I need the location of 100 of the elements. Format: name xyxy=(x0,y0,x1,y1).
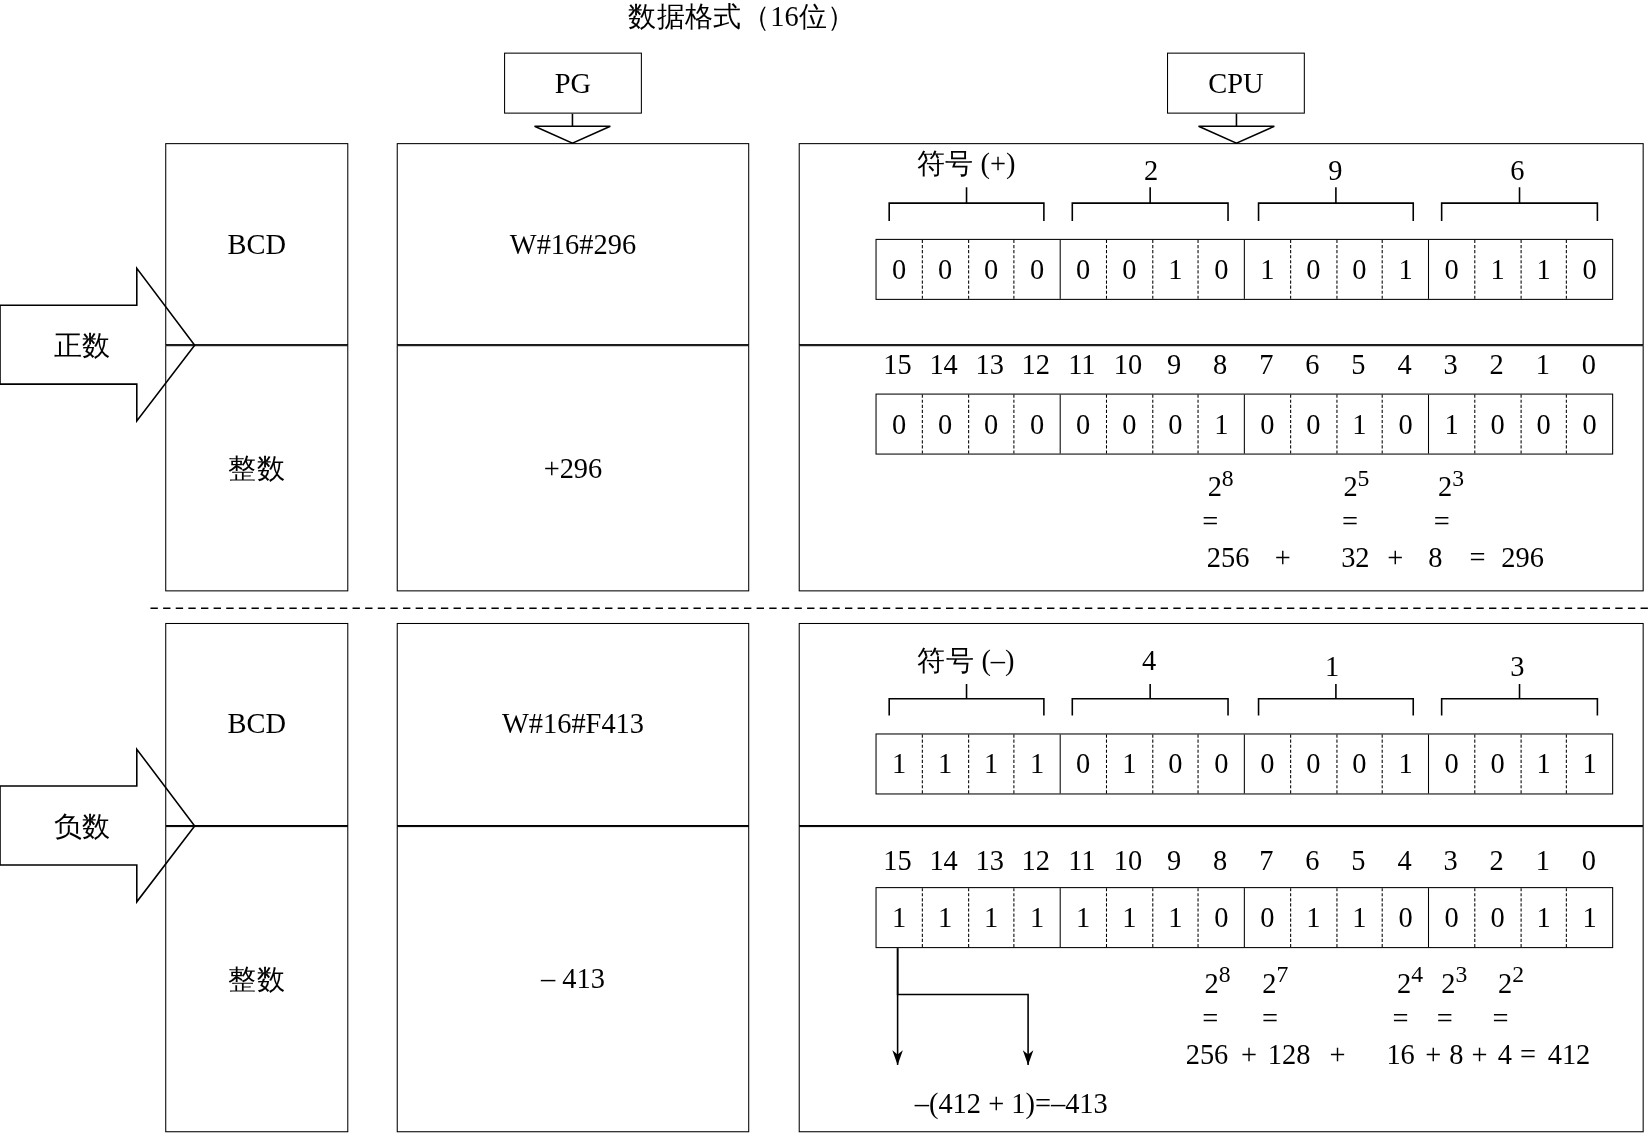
value-text: – 413 xyxy=(541,962,605,996)
bit-index: 5 xyxy=(1351,348,1366,382)
power-term: 2$^{7}$ xyxy=(1262,961,1289,1001)
group-label: 1 xyxy=(1325,650,1340,684)
bit-value: 1 xyxy=(1289,888,1336,948)
bit-value: 0 xyxy=(1381,394,1428,454)
bit-value: 1 xyxy=(890,900,908,935)
bit-index: 7 xyxy=(1259,348,1274,382)
bit-panel xyxy=(798,622,1644,827)
bit-index: 3 xyxy=(1443,348,1458,382)
bit-value: 1 xyxy=(1335,394,1382,454)
bit-value: 1 xyxy=(1566,734,1613,794)
sum-term: 128 xyxy=(1267,1039,1311,1072)
arrow xyxy=(1197,112,1276,144)
power-term: 2$^{3}$ xyxy=(1438,464,1465,504)
bit-value: 1 xyxy=(1105,734,1152,794)
bit-index: 1 xyxy=(1535,348,1550,382)
bit-value: 1 xyxy=(1151,888,1198,948)
equals-sign: = xyxy=(1202,505,1219,539)
bit-value: 1 xyxy=(1520,734,1567,794)
value-text: W#16#296 xyxy=(509,227,637,261)
group-label: 2 xyxy=(1144,155,1159,188)
bit-value: 0 xyxy=(1059,734,1106,794)
sum-term: 8 xyxy=(1428,541,1443,575)
group-label: 9 xyxy=(1328,155,1343,188)
bit-value: 1 xyxy=(1151,239,1198,299)
equals-sign: = xyxy=(1342,505,1359,539)
bit-value: 0 xyxy=(1289,734,1336,794)
value-text: +296 xyxy=(543,451,603,485)
bit-index: 9 xyxy=(1166,348,1182,382)
bit-value: 1 xyxy=(1474,239,1521,299)
equals-sign: = xyxy=(1492,1002,1509,1035)
bit-value: 0 xyxy=(890,406,908,442)
sum-term: 296 xyxy=(1501,541,1544,575)
bit-index: 10 xyxy=(1113,348,1143,382)
bit-value: 0 xyxy=(1520,394,1567,454)
bit-value: 0 xyxy=(1335,734,1382,794)
category-text: BCD xyxy=(227,708,286,741)
power-term: 2$^{5}$ xyxy=(1343,464,1370,504)
category-text: BCD xyxy=(227,227,286,261)
register-row xyxy=(875,393,1614,455)
category-panel xyxy=(165,622,349,827)
bit-value: 0 xyxy=(1289,394,1336,454)
bit-value: 0 xyxy=(1059,394,1106,454)
bit-index: 9 xyxy=(1166,844,1182,878)
bit-value: 0 xyxy=(921,239,968,299)
arrow-label: 正数 xyxy=(53,328,111,363)
bit-index: 14 xyxy=(929,348,958,382)
group-label: 4 xyxy=(1142,644,1157,678)
bit-value: 0 xyxy=(1243,734,1290,794)
bit-value: 0 xyxy=(921,394,968,454)
bit-value: 0 xyxy=(1427,888,1474,948)
bit-index: 2 xyxy=(1489,348,1504,382)
result-text: –(412 + 1)=–413 xyxy=(914,1088,1108,1121)
plus-sign: + xyxy=(1329,1039,1346,1072)
plus-sign: + xyxy=(1425,1039,1442,1072)
bit-value: 0 xyxy=(1474,888,1521,948)
bit-value: 1 xyxy=(1520,888,1567,948)
bit-value: 1 xyxy=(1381,239,1428,299)
value-text: W#16#F413 xyxy=(501,708,644,741)
equals-sign: = xyxy=(1262,1002,1279,1035)
bit-index: 4 xyxy=(1397,348,1412,382)
bit-index: 11 xyxy=(1068,348,1096,382)
bit-value: 0 xyxy=(1243,394,1290,454)
group-label: 6 xyxy=(1510,155,1525,188)
bit-index: 5 xyxy=(1351,844,1366,878)
bit-value: 1 xyxy=(921,888,968,948)
bit-index: 0 xyxy=(1581,844,1596,878)
arrow xyxy=(896,946,1034,1066)
arrow xyxy=(533,112,612,144)
bit-value: 0 xyxy=(967,239,1014,299)
bit-value: 0 xyxy=(1013,394,1060,454)
power-term: 2$^{4}$ xyxy=(1397,961,1424,1001)
power-term: 2$^{8}$ xyxy=(1204,961,1231,1001)
register-row xyxy=(875,733,1614,795)
register-row xyxy=(875,887,1614,949)
bit-value: 0 xyxy=(1197,888,1244,948)
group-label: 3 xyxy=(1510,650,1525,684)
equals-sign: = xyxy=(1519,1039,1536,1072)
bit-index: 11 xyxy=(1068,844,1096,878)
category-text: 整数 xyxy=(228,451,286,487)
bit-value: 0 xyxy=(1474,734,1521,794)
equals-sign: = xyxy=(1433,505,1450,539)
sum-term: 256 xyxy=(1185,1039,1229,1072)
bit-value: 1 xyxy=(1427,394,1474,454)
bit-index: 14 xyxy=(929,844,958,878)
bit-index: 7 xyxy=(1259,844,1274,878)
bit-index: 15 xyxy=(883,348,912,382)
bit-value: 0 xyxy=(1474,394,1521,454)
equals-sign: = xyxy=(1202,1002,1219,1035)
group-label: 符号 (–) xyxy=(917,644,1015,679)
bit-index: 2 xyxy=(1489,844,1504,878)
register-row xyxy=(875,238,1614,300)
bit-value: 0 xyxy=(1335,239,1382,299)
bit-value: 0 xyxy=(1566,239,1613,299)
bit-value: 1 xyxy=(1520,239,1567,299)
bit-value: 0 xyxy=(1105,239,1152,299)
group-label: 符号 (+) xyxy=(916,146,1016,181)
bit-index: 13 xyxy=(975,348,1004,382)
power-term: 2$^{2}$ xyxy=(1498,961,1525,1001)
